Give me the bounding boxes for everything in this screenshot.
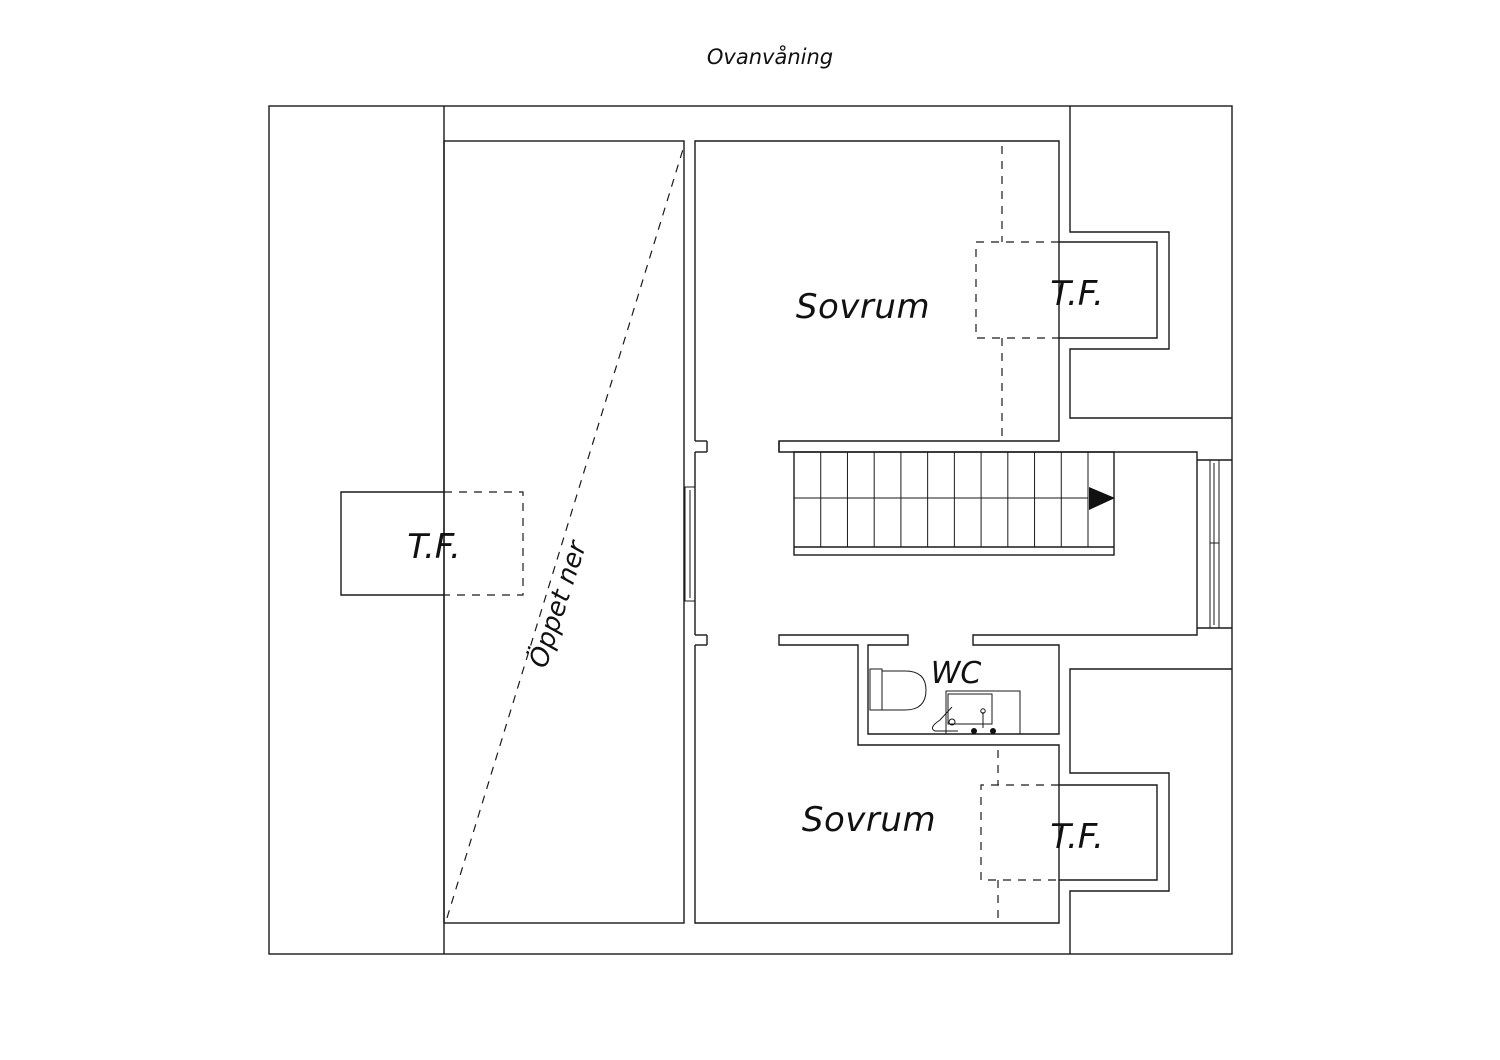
bedroom-upper-label: Sovrum: [796, 287, 930, 327]
toilet-icon: [869, 668, 927, 711]
open-void-diagonal: [446, 145, 685, 919]
void-window: [684, 486, 696, 602]
landing-window: [1197, 459, 1232, 629]
lower-dormer: [1059, 668, 1232, 954]
lower-storage-label: T.F.: [1050, 817, 1104, 857]
upper-storage-dashed: [975, 241, 1059, 339]
outer-wall: [268, 105, 1233, 955]
upper-storage-label: T.F.: [1050, 274, 1104, 314]
sink-icon: [931, 690, 1021, 735]
open-void: [443, 140, 685, 924]
staircase: [793, 451, 1115, 556]
wc-label: WC: [931, 656, 982, 691]
bedroom-lower-label: Sovrum: [802, 800, 936, 840]
stair-direction-arrow: [1089, 487, 1115, 510]
upper-dormer: [1059, 106, 1232, 419]
left-storage-label: T.F.: [407, 527, 461, 567]
floor-title: Ovanvåning: [707, 44, 833, 69]
central-wall: [694, 140, 1198, 924]
open-below-label: Öppet ner: [522, 535, 594, 672]
lower-storage-dashed: [980, 784, 1059, 881]
left-storage: [340, 491, 524, 596]
